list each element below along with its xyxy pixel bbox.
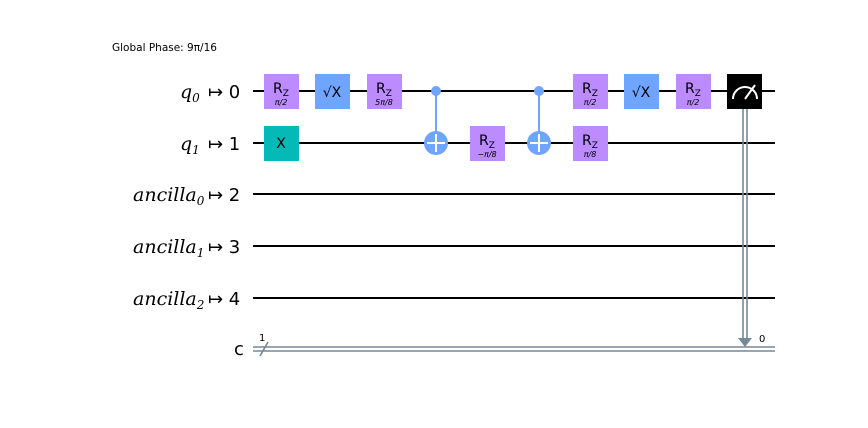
gate-parameter: π/2 [275, 98, 288, 107]
wire-label-ancilla1: ancilla1 ↦ 3 [133, 236, 240, 260]
cnot-gate [527, 86, 551, 155]
wire-label-q0: q0 ↦ 0 [180, 81, 240, 105]
svg-text:RZ: RZ [479, 133, 495, 151]
wire-name: ancilla [133, 288, 197, 310]
wire-label-ancilla0: ancilla0 ↦ 2 [133, 184, 240, 208]
svg-text:q1: q1 [180, 133, 200, 157]
gate-parameter: −π/8 [477, 150, 496, 159]
wire-subscript: 2 [196, 298, 205, 312]
gate-parameter: π/2 [687, 98, 700, 107]
svg-text:ancilla1: ancilla1 [133, 236, 204, 260]
sx-gate: √X [624, 74, 659, 109]
wire-name: q [180, 133, 192, 155]
svg-text:RZ: RZ [376, 81, 392, 99]
control-dot [431, 86, 441, 96]
svg-text:X: X [276, 136, 286, 152]
svg-text:q0: q0 [180, 81, 200, 105]
cnot-gate [424, 86, 448, 155]
classical-bit-index: 0 [759, 334, 765, 345]
meter-icon [732, 86, 758, 100]
wire-label-q1: q1 ↦ 1 [180, 133, 240, 157]
x-gate: X [264, 126, 299, 161]
classical-bus-width: 1 [259, 333, 265, 344]
measure-arrow-icon [738, 338, 752, 347]
svg-text:RZ: RZ [273, 81, 289, 99]
wire-mapping: ↦ 0 [208, 82, 240, 103]
wire-mapping: ↦ 4 [208, 289, 240, 310]
gate-parameter: π/2 [584, 98, 597, 107]
classical-wire-label: c [234, 339, 244, 360]
wire-label-ancilla2: ancilla2 ↦ 4 [133, 288, 240, 312]
svg-text:ancilla2: ancilla2 [133, 288, 204, 312]
classical-wire: 1 0 [253, 333, 775, 357]
control-dot [534, 86, 544, 96]
wire-subscript: 1 [197, 246, 205, 260]
rz-gate: RZ −π/8 [470, 126, 505, 161]
rz-gate: RZ π/8 [573, 126, 608, 161]
svg-text:RZ: RZ [582, 133, 598, 151]
wire-subscript: 0 [192, 91, 200, 105]
bus-slash [259, 341, 269, 357]
wire-mapping: ↦ 1 [208, 134, 240, 155]
gate-parameter: 5π/8 [375, 98, 393, 107]
global-phase-label: Global Phase: 9π/16 [112, 42, 217, 54]
svg-text:RZ: RZ [685, 81, 701, 99]
wire-name: ancilla [133, 236, 197, 258]
rz-gate: RZ π/2 [676, 74, 711, 109]
wire-name: ancilla [133, 184, 197, 206]
svg-text:RZ: RZ [582, 81, 598, 99]
rz-gate: RZ π/2 [573, 74, 608, 109]
wire-subscript: 0 [197, 194, 205, 208]
svg-text:ancilla0: ancilla0 [133, 184, 205, 208]
sx-gate: √X [315, 74, 350, 109]
svg-text:√X: √X [323, 85, 342, 101]
wire-mapping: ↦ 3 [208, 237, 240, 258]
rz-gate: RZ 5π/8 [367, 74, 402, 109]
measure-gate [727, 74, 762, 347]
gate-parameter: π/8 [584, 150, 597, 159]
svg-text:√X: √X [632, 85, 651, 101]
rz-gate: RZ π/2 [264, 74, 299, 109]
wire-subscript: 1 [192, 143, 200, 157]
wire-mapping: ↦ 2 [208, 185, 240, 206]
wire-name: q [180, 81, 192, 103]
